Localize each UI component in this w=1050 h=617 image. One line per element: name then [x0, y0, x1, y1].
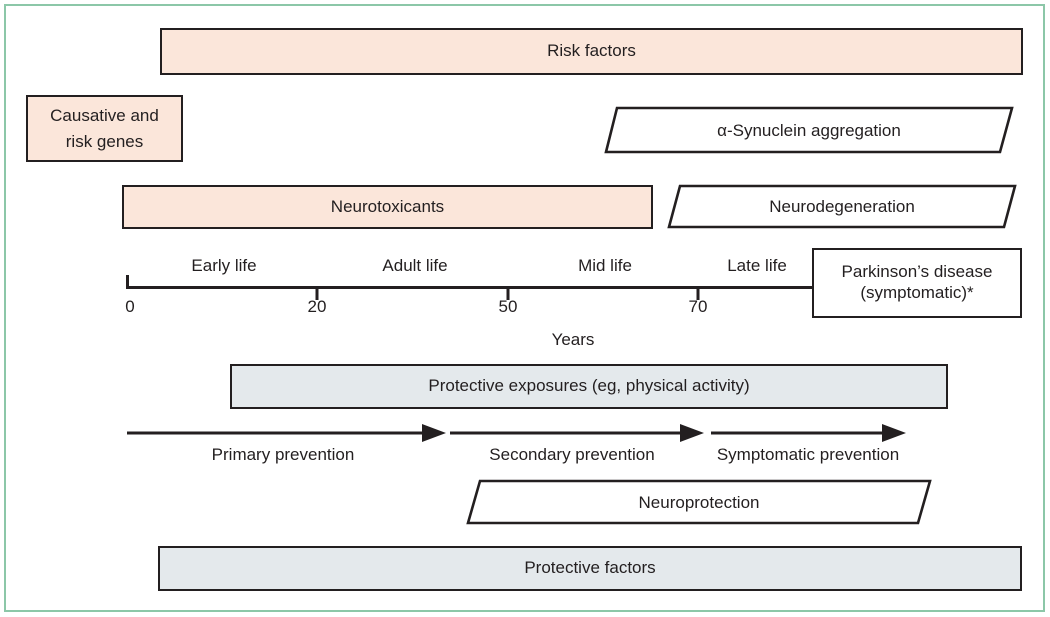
protective-factors-box: Protective factors	[158, 546, 1022, 591]
protective-factors-label: Protective factors	[524, 558, 656, 578]
neuroprotection-shape: Neuroprotection	[466, 479, 932, 526]
era-label-early-life: Early life	[191, 256, 257, 275]
arrow-label-secondary-prevention: Secondary prevention	[489, 445, 655, 464]
alpha-synuclein-label: α-Synuclein aggregation	[717, 121, 901, 140]
arrow-label-symptomatic-prevention: Symptomatic prevention	[716, 445, 900, 464]
neuroprotection-label: Neuroprotection	[638, 492, 760, 512]
axis-tick-label-70: 70	[688, 297, 708, 316]
parkinsons-disease-label-line1: Parkinson’s disease	[841, 262, 993, 282]
neurotoxicants-box: Neurotoxicants	[122, 185, 653, 229]
protective-exposures-box: Protective exposures (eg, physical activ…	[230, 364, 948, 409]
era-label-adult-life: Adult life	[382, 256, 448, 275]
arrow-label-primary-prevention: Primary prevention	[211, 445, 355, 464]
axis-tick-label-20: 20	[307, 297, 327, 316]
causative-risk-genes-label: Causative and risk genes	[50, 106, 159, 151]
neuroprotection-outline	[466, 479, 932, 526]
parkinsons-disease-box: Parkinson’s disease (symptomatic)*	[812, 248, 1022, 318]
parkinsons-disease-label-line2: (symptomatic)*	[860, 283, 974, 302]
axis-tick-label-0: 0	[125, 297, 135, 316]
era-label-mid-life: Mid life	[578, 256, 632, 275]
alpha-synuclein-outline	[604, 106, 1014, 156]
alpha-synuclein-aggregation-shape: α-Synuclein aggregation	[604, 106, 1014, 156]
protective-exposures-label: Protective exposures (eg, physical activ…	[428, 376, 750, 396]
neurotoxicants-label: Neurotoxicants	[330, 196, 445, 216]
neurodegeneration-shape: Neurodegeneration	[667, 184, 1017, 230]
neurodegeneration-label: Neurodegeneration	[769, 197, 915, 216]
neurodegeneration-outline	[667, 184, 1017, 230]
risk-factors-label: Risk factors	[547, 41, 636, 61]
risk-factors-box: Risk factors	[160, 28, 1023, 75]
era-label-late-life: Late life	[727, 256, 787, 275]
axis-title-years: Years	[551, 330, 595, 349]
causative-risk-genes-box: Causative and risk genes	[26, 95, 183, 162]
axis-tick-label-50: 50	[498, 297, 518, 316]
